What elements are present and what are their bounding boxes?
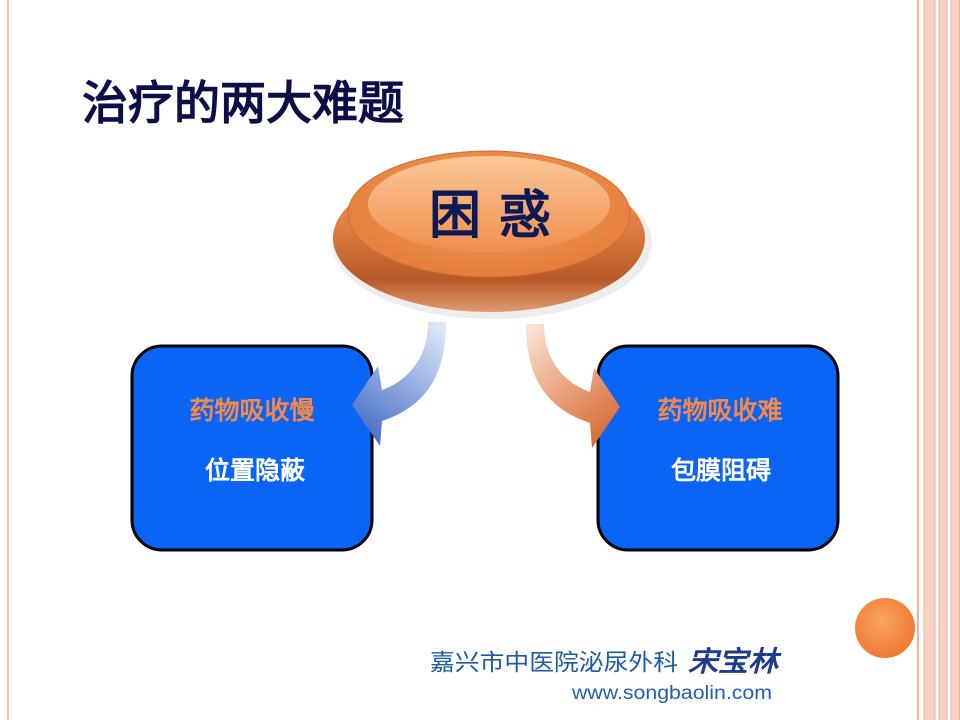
edge-stripe	[917, 0, 919, 720]
edge-stripe	[923, 0, 936, 720]
footer-website: www.songbaolin.com	[571, 683, 772, 704]
box-right-heading: 药物吸收难	[657, 396, 782, 425]
box-right: 药物吸收难 包膜阻碍	[596, 344, 840, 552]
arrow-left	[352, 322, 446, 446]
center-button: 困 惑	[332, 150, 652, 319]
slide-title: 治疗的两大难题	[82, 76, 404, 130]
edge-stripe	[950, 0, 960, 720]
accent-circle	[855, 598, 915, 658]
right-edge-stripes	[917, 0, 960, 720]
footer-author: 宋宝林	[688, 645, 782, 678]
box-right-detail: 包膜阻碍	[671, 456, 771, 485]
box-left-detail: 位置隐蔽	[205, 456, 306, 485]
box-left-shape	[130, 344, 374, 552]
arrow-right	[526, 324, 620, 448]
box-left: 药物吸收慢 位置隐蔽	[130, 344, 374, 552]
box-right-shape	[596, 344, 840, 552]
center-button-label: 困 惑	[429, 185, 551, 246]
edge-stripe	[938, 0, 948, 720]
footer-department: 嘉兴市中医院泌尿外科	[430, 650, 678, 676]
box-left-heading: 药物吸收慢	[189, 396, 315, 425]
center-button-highlight	[368, 156, 610, 252]
